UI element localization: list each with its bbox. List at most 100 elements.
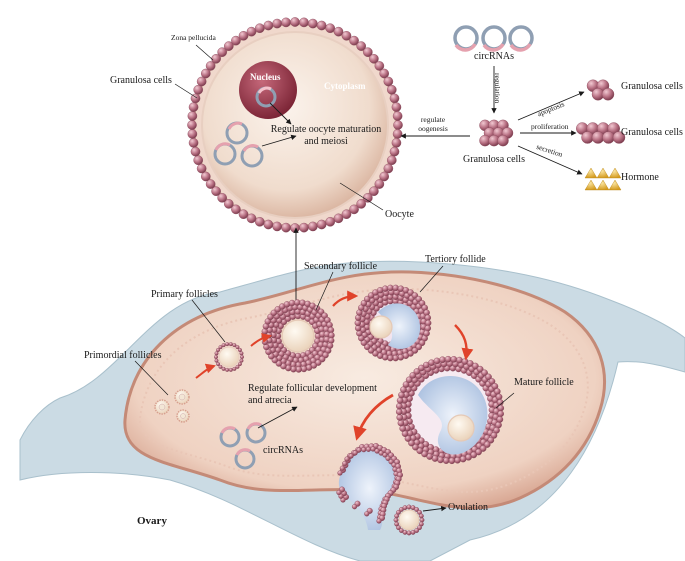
granulosa-cell — [376, 518, 382, 524]
granulosa-cell — [237, 362, 242, 367]
granulosa-cell — [442, 457, 450, 464]
granulosa-cell — [218, 364, 223, 369]
primary-follicle — [213, 342, 244, 372]
granulosa-cell — [479, 445, 487, 452]
granulosa-cell — [325, 216, 336, 227]
primary-leader — [191, 299, 226, 343]
label-circrnas-top: circRNAs — [474, 51, 514, 62]
granulosa-cell — [213, 355, 218, 360]
label-regulate-oocyte-1: Regulate oocyte maturation — [270, 124, 382, 135]
progress-arrow-1 — [195, 363, 216, 379]
label-zona-pellucida: Zona pellucida — [171, 33, 216, 42]
granulosa-cell — [239, 355, 244, 360]
granulosa-cells-apoptosis-cluster — [586, 79, 615, 101]
granulosa-cell — [497, 410, 504, 418]
granulosa-cell — [601, 88, 615, 101]
granulosa-cell — [308, 221, 318, 232]
granulosa-cell — [187, 111, 198, 121]
granulosa-cell — [402, 381, 410, 388]
granulosa-cell — [214, 351, 219, 356]
granulosa-cell — [211, 186, 221, 197]
granulosa-cell — [225, 342, 230, 347]
granulosa-cell — [612, 131, 626, 144]
granulosa-cell — [581, 131, 594, 144]
circrnas-top-group — [453, 25, 534, 52]
progress-arrow-3 — [332, 290, 359, 307]
hormone-icon — [608, 179, 622, 191]
granulosa-cell — [374, 61, 385, 71]
progress-arrow-4 — [454, 324, 474, 361]
oocyte-group — [187, 17, 403, 233]
granulosa-cell — [237, 347, 242, 352]
granulosa-cell — [448, 457, 456, 465]
granulosa-cell — [490, 432, 498, 439]
label-primary-follicles: Primary follicles — [151, 289, 218, 300]
hormone-cluster — [584, 167, 622, 191]
granulosa-cell — [217, 193, 227, 203]
granulosa-cell — [239, 358, 244, 363]
granulosa-cell — [333, 213, 344, 224]
label-hormone: Hormone — [621, 172, 659, 183]
granulosa-cell — [372, 350, 379, 357]
granulosa-cell — [398, 528, 404, 533]
granulosa-cell — [395, 408, 403, 416]
granulosa-cell — [397, 419, 405, 427]
granulosa-cell — [392, 284, 399, 292]
granulosa-cell — [389, 93, 400, 104]
granulosa-cell — [246, 213, 257, 224]
circrnas-ovary-group — [219, 422, 267, 470]
granulosa-cell — [231, 35, 241, 46]
granulosa-cell — [456, 356, 463, 364]
granulosa-cell — [485, 373, 492, 381]
circrna-in-nucleus — [255, 86, 277, 108]
granulosa-cell — [487, 436, 495, 444]
label-regulate-oogenesis-2: oogenesis — [418, 124, 448, 133]
granulosa-cell — [290, 223, 300, 233]
granulosa-cell — [387, 354, 394, 362]
tertiary-follicle — [354, 284, 432, 362]
granulosa-cell — [367, 292, 375, 299]
label-granulosa-cells-apoptosis: Granulosa cells — [621, 81, 683, 92]
granulosa-cells-center-cluster — [479, 119, 514, 147]
granulosa-cell — [187, 120, 197, 130]
secondary-leader — [315, 271, 334, 311]
granulosa-cell — [254, 23, 265, 34]
granulosa-cell — [408, 439, 415, 447]
granulosa-cell — [356, 199, 367, 209]
granulosa-cell — [228, 367, 233, 372]
granulosa-cell — [239, 351, 244, 356]
granulosa-cell — [196, 163, 207, 174]
ruptured-follicle — [336, 443, 404, 530]
granulosa-cell — [218, 345, 223, 350]
granulosa-cell — [392, 129, 403, 139]
granulosa-cell — [402, 505, 408, 511]
ovulated-egg — [393, 504, 425, 536]
label-granulosa-cells-center: Granulosa cells — [463, 154, 525, 165]
granulosa-cell — [316, 20, 327, 31]
granulosa-cell — [348, 453, 354, 459]
granulosa-cell — [404, 435, 412, 442]
granulosa-cell — [382, 452, 388, 458]
granulosa-cell — [364, 511, 370, 517]
granulosa-cell — [352, 450, 358, 456]
granulosa-cell — [391, 102, 402, 112]
granulosa-cell — [383, 163, 394, 174]
granulosa-cell — [379, 68, 390, 79]
label-regulation: regulation — [493, 73, 502, 104]
granulosa-cell — [356, 41, 367, 51]
cluster-arrow — [261, 134, 297, 147]
granulosa-cell — [339, 465, 345, 471]
hormone-icon — [596, 179, 610, 191]
label-proliferation: proliferation — [531, 122, 569, 131]
label-tertiory-follide: Tertiory follide — [425, 254, 486, 265]
granulosa-cell — [205, 61, 216, 71]
granulosa-cell — [232, 343, 237, 348]
granulosa-cell — [497, 134, 509, 147]
granulosa-cell — [459, 455, 467, 463]
granulosa-cell — [349, 204, 359, 215]
mature-follicle — [395, 355, 505, 465]
granulosa-cell — [414, 507, 420, 512]
granulosa-cell — [342, 460, 348, 467]
granulosa-cells-proliferation-cluster — [576, 122, 626, 144]
